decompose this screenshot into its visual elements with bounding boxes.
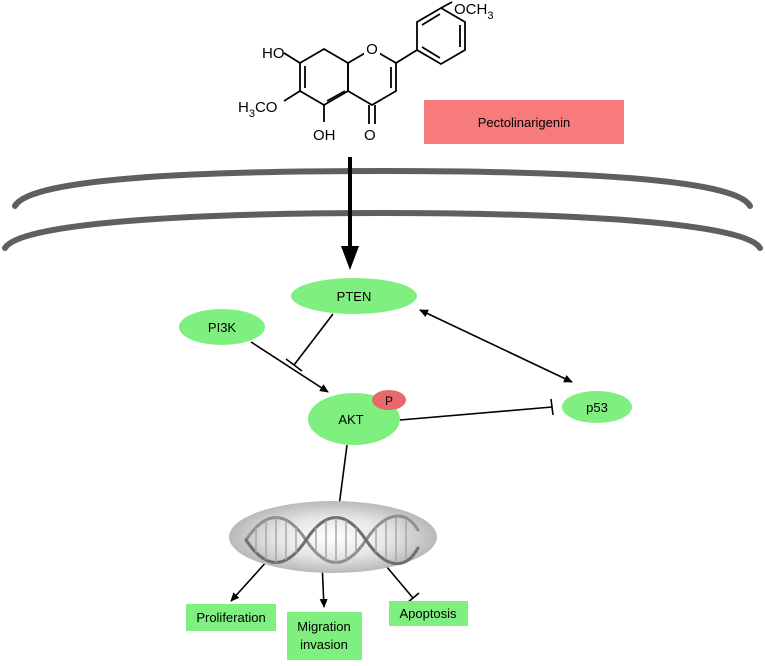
pten-label: PTEN bbox=[337, 289, 372, 304]
ring-b-link bbox=[395, 49, 418, 64]
akt-label: AKT bbox=[338, 412, 363, 427]
ring-oxygen-bg bbox=[364, 40, 380, 56]
pten-node: PTEN bbox=[291, 278, 417, 314]
outcome-proliferation: Proliferation bbox=[186, 604, 276, 631]
cell-membrane bbox=[2, 167, 763, 251]
p53-label: p53 bbox=[586, 400, 608, 415]
chemical-labels: O HO H3CO OH O OCH3 bbox=[238, 1, 493, 144]
methoxy-6-suffix: CO bbox=[255, 99, 278, 116]
phospho-label: P bbox=[385, 394, 393, 408]
methoxy-6-prefix: H bbox=[238, 99, 249, 116]
compound-name-label: Pectolinarigenin bbox=[478, 115, 571, 130]
dna-helix-icon bbox=[244, 514, 420, 565]
pi3k-activates-akt bbox=[250, 341, 329, 393]
ring-b-double-bond-1 bbox=[421, 13, 441, 26]
outcome-migration: Migration invasion bbox=[287, 612, 362, 660]
migration-label-line2: invasion bbox=[300, 637, 348, 652]
pten-inhibits-akt-bar bbox=[285, 358, 303, 372]
apoptosis-label: Apoptosis bbox=[399, 606, 457, 621]
membrane-inner-layer bbox=[2, 209, 763, 251]
carbonyl-label: O bbox=[364, 127, 376, 144]
pi3k-node: PI3K bbox=[179, 309, 265, 345]
methoxy-4p-prefix: OCH bbox=[454, 1, 487, 18]
methoxy-6-subscript: 3 bbox=[249, 108, 255, 120]
hydroxyl-7-label: HO bbox=[262, 45, 285, 62]
compound-name-box bbox=[424, 100, 624, 144]
hydroxyl-7-bond bbox=[283, 52, 301, 64]
methoxy-6-label: H3CO bbox=[238, 99, 277, 120]
to-proliferation bbox=[230, 559, 269, 602]
signaling-edges bbox=[230, 309, 573, 608]
membrane-outer-layer bbox=[12, 167, 753, 209]
proliferation-label: Proliferation bbox=[196, 610, 265, 625]
phospho-node: P bbox=[372, 390, 406, 410]
akt-inhibits-p53-line bbox=[399, 406, 553, 421]
methoxy-4p-label: OCH3 bbox=[454, 1, 493, 22]
pten-inhibits-akt-line bbox=[293, 313, 334, 366]
methoxy-4p-bond bbox=[440, 1, 453, 9]
entry-arrow-head bbox=[341, 246, 359, 270]
outcome-apoptosis: Apoptosis bbox=[389, 601, 468, 626]
methoxy-4p-subscript: 3 bbox=[487, 10, 493, 22]
nucleus bbox=[229, 501, 437, 573]
ring-oxygen-label: O bbox=[366, 41, 378, 58]
hydroxyl-5-label: OH bbox=[313, 127, 336, 144]
ring-b bbox=[416, 6, 466, 66]
pi3k-label: PI3K bbox=[208, 320, 237, 335]
methoxy-6-bond bbox=[283, 90, 301, 102]
ring-a-double-bond-2 bbox=[326, 90, 346, 102]
migration-label-line1: Migration bbox=[297, 619, 350, 634]
pten-p53-mutual bbox=[419, 309, 573, 383]
p53-node: p53 bbox=[562, 391, 632, 423]
ring-b-double-bond-3 bbox=[421, 46, 441, 59]
ring-a bbox=[299, 47, 349, 107]
akt-inhibits-p53-bar bbox=[550, 398, 554, 416]
